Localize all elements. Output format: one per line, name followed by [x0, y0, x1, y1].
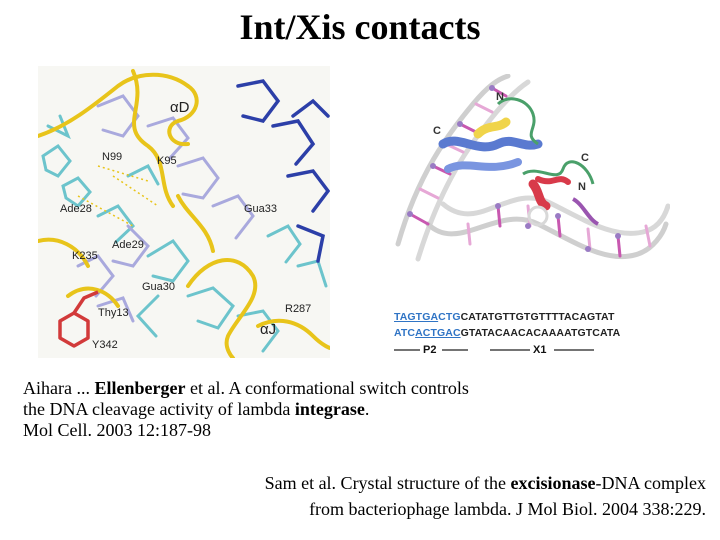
ref2-text: -DNA complex: [595, 473, 706, 493]
label-y342: Y342: [92, 339, 118, 351]
reference-aihara-line1: Aihara ... Ellenberger et al. A conforma…: [23, 378, 469, 399]
blue-dna-strand: [236, 79, 330, 263]
hydrogen-bond-lines: [77, 165, 159, 227]
seq-top-part1: TAGTGA: [394, 311, 439, 323]
phosphate-spheres: [407, 85, 621, 252]
label-thy13: Thy13: [98, 307, 129, 319]
label-n-right: N: [578, 181, 586, 193]
ref2-text: Sam et al. Crystal structure of the: [264, 473, 511, 493]
label-k95: K95: [157, 155, 177, 167]
ref1-author-bold: Ellenberger: [94, 378, 186, 398]
site-brackets: [394, 349, 594, 351]
site-label-p2: P2: [423, 344, 437, 356]
ref1-text: the DNA cleavage activity of lambda: [23, 399, 295, 419]
label-alpha-j: αJ: [260, 321, 276, 338]
label-r287: R287: [285, 303, 311, 315]
reference-sam: Sam et al. Crystal structure of the exci…: [265, 470, 706, 522]
lavender-dna-strand: [76, 94, 255, 323]
label-ade28: Ade28: [60, 203, 92, 215]
label-alpha-d: αD: [170, 99, 190, 116]
label-ade29: Ade29: [112, 239, 144, 251]
seq-top-part2: CTG: [438, 311, 461, 323]
ref1-keyword-bold: integrase: [294, 399, 365, 419]
seq-bottom-part1: ATC: [394, 327, 416, 339]
dna-sequence-bottom-strand: ATCACTGACGTATACAACACAAAATGTCATA: [394, 327, 620, 339]
int-dna-contacts-figure: αD N99 K95 Ade28 Gua33 Ade29 K235 Gua30 …: [38, 66, 330, 358]
ref2-keyword-bold: excisionase: [510, 473, 596, 493]
ref1-text: Aihara ...: [23, 378, 95, 398]
label-gua30: Gua30: [142, 281, 175, 293]
label-n99: N99: [102, 151, 122, 163]
reference-aihara: Aihara ... Ellenberger et al. A conforma…: [23, 378, 469, 441]
seq-top-part3: CATATGTTGTGTTTT: [460, 311, 564, 323]
ref1-text: et al. A conformational switch controls: [185, 378, 469, 398]
site-label-x1: X1: [533, 344, 547, 356]
yellow-protein-backbone: [38, 69, 330, 358]
reference-sam-line2: from bacteriophage lambda. J Mol Biol. 2…: [309, 499, 706, 519]
seq-bottom-part2: ACTGAC: [415, 327, 461, 339]
ref1-text: .: [364, 399, 370, 419]
reference-aihara-line3: Mol Cell. 2003 12:187-98: [23, 420, 211, 440]
slide-title: Int/Xis contacts: [239, 7, 481, 47]
label-c-left: C: [433, 125, 441, 137]
reference-sam-line1: Sam et al. Crystal structure of the exci…: [265, 470, 706, 496]
xis-protein: [438, 97, 600, 227]
seq-top-part4: ACAGTAT: [563, 311, 615, 323]
xis-dna-complex-figure: N C C N: [395, 74, 670, 262]
label-c-right: C: [581, 152, 589, 164]
label-gua33: Gua33: [244, 203, 277, 215]
label-n-top: N: [496, 91, 504, 103]
label-k235: K235: [72, 250, 98, 262]
dna-sequence-top-strand: TAGTGACTGCATATGTTGTGTTTTACAGTAT: [394, 311, 614, 323]
reference-aihara-line2: the DNA cleavage activity of lambda inte…: [23, 399, 469, 420]
seq-bottom-part4: TGTCATA: [571, 327, 621, 339]
seq-bottom-part3: GTATACAACACAAAA: [460, 327, 571, 339]
tyrosine-ring: [58, 290, 99, 348]
